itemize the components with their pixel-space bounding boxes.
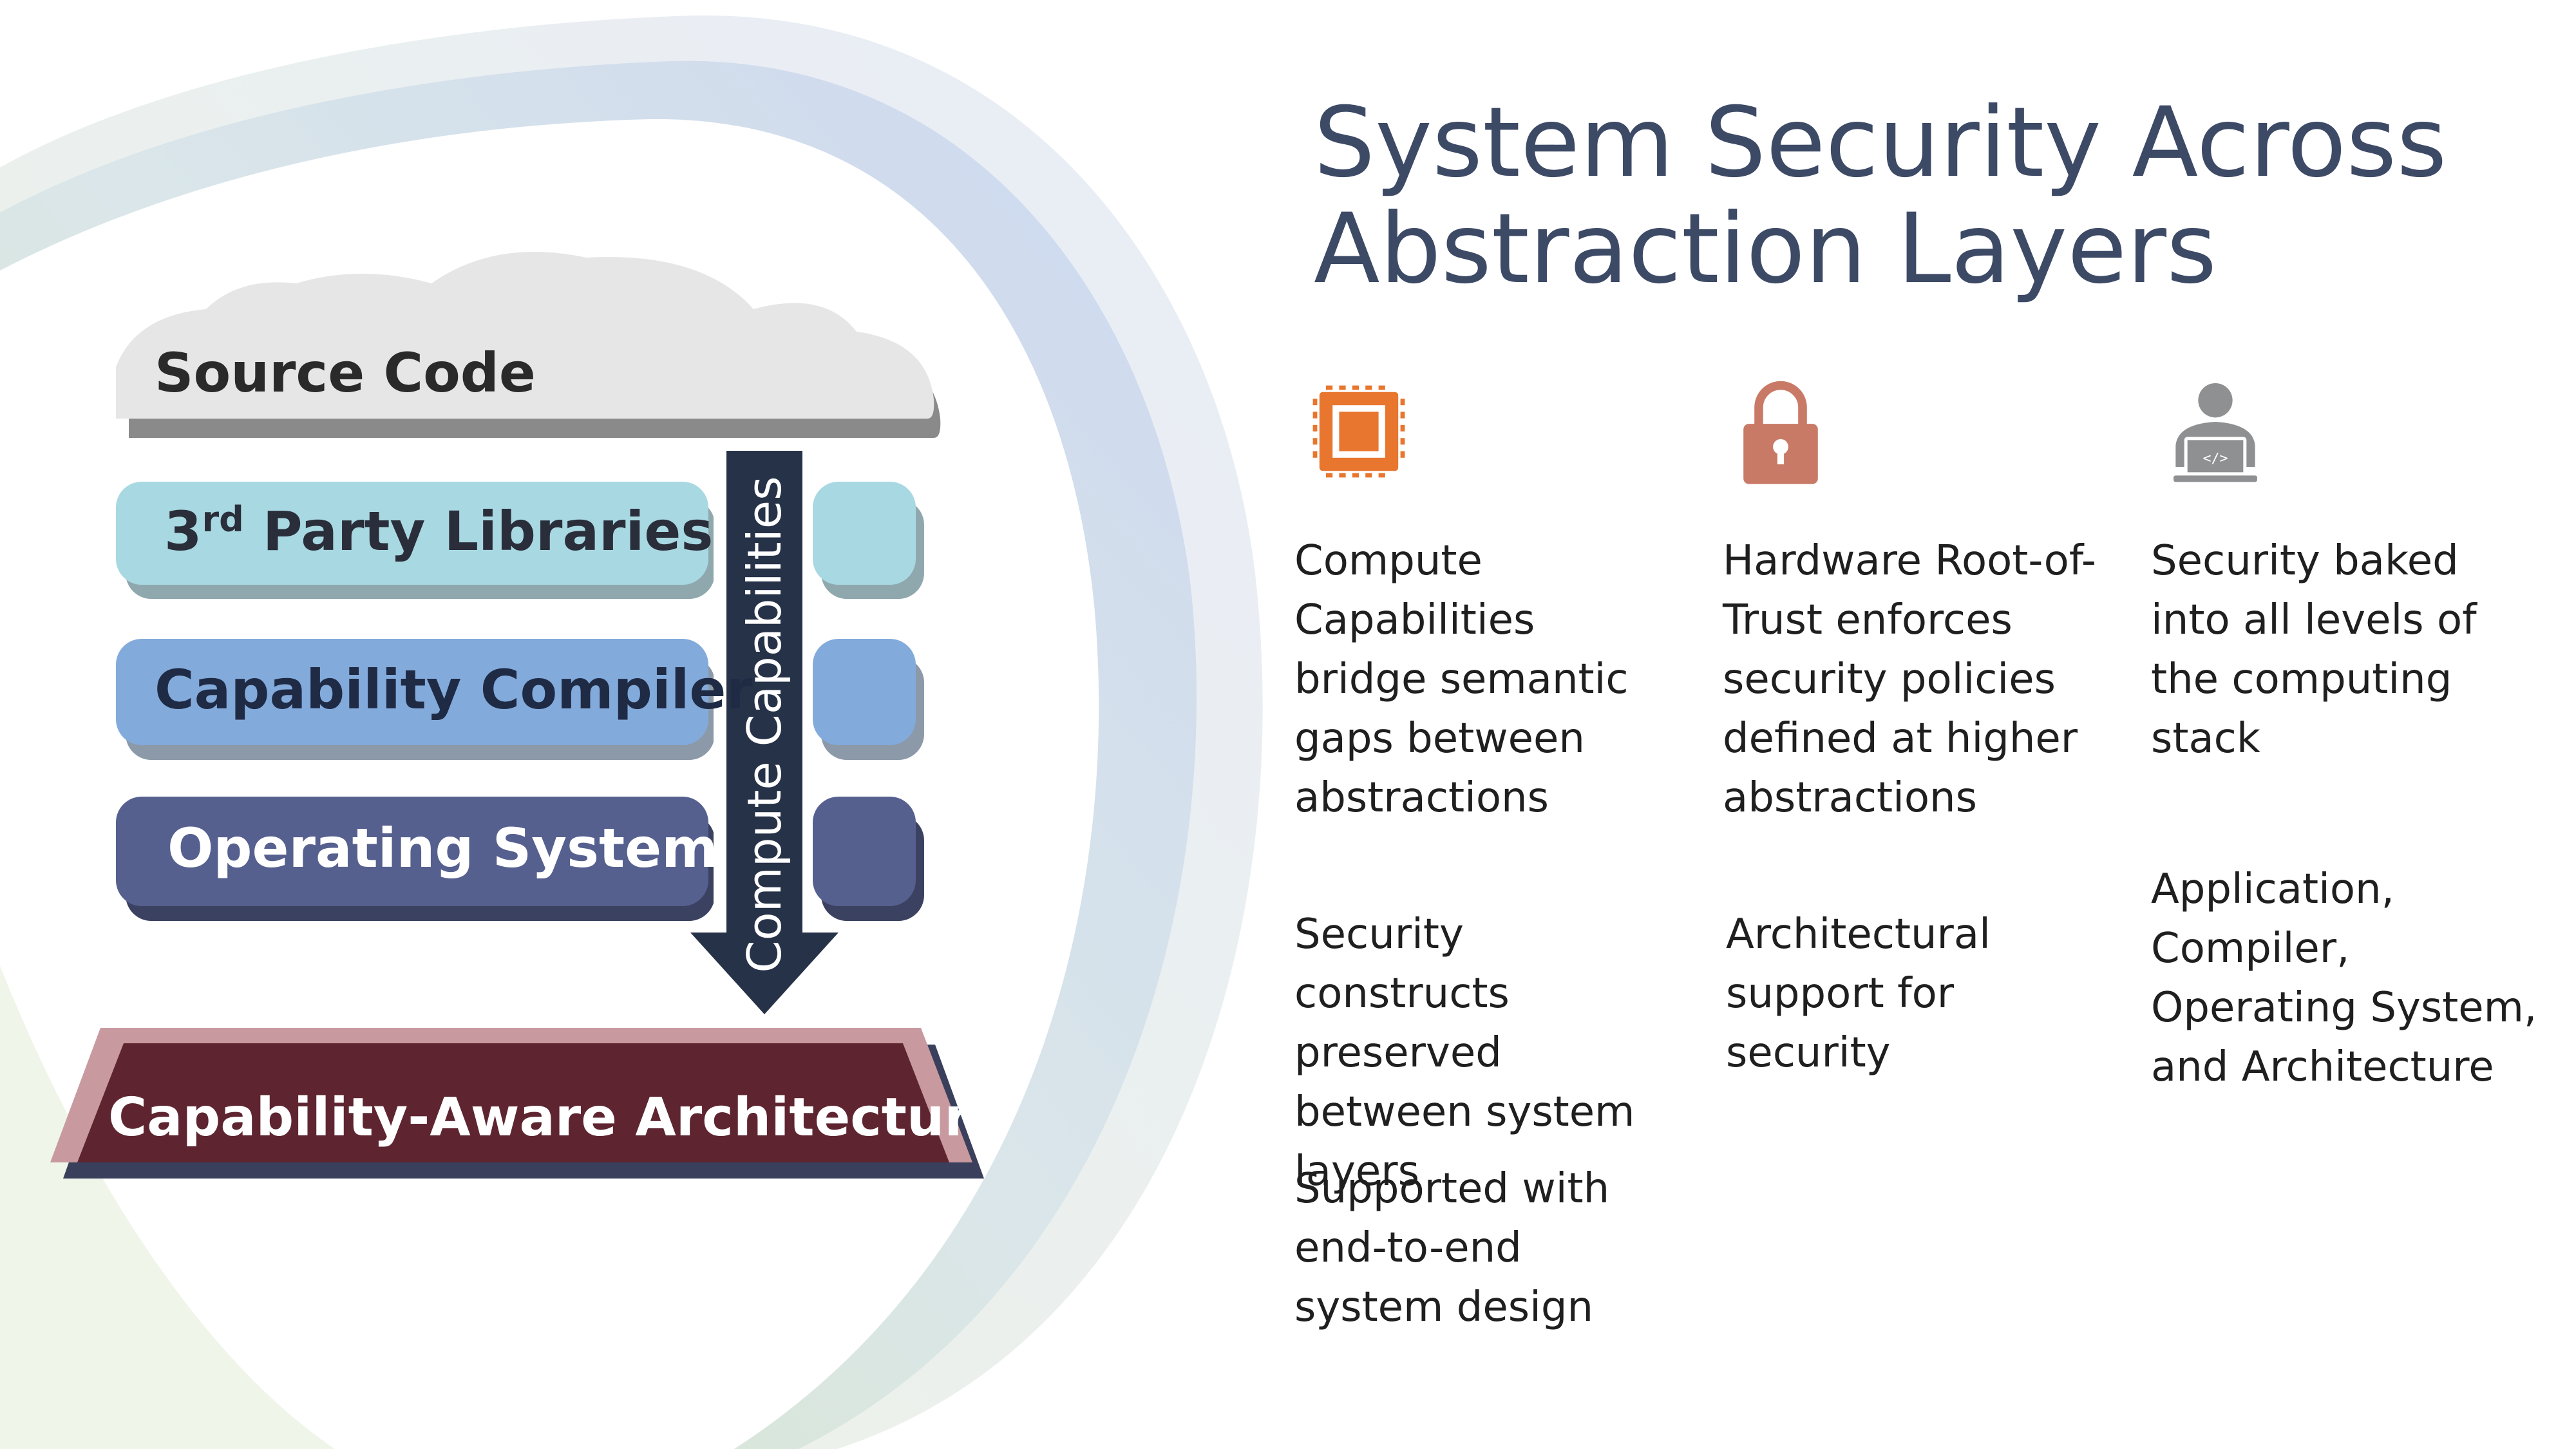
column-3-lead: Security baked into all levels of the co… bbox=[2151, 537, 2477, 762]
architecture-label: Capability-Aware Architecture bbox=[108, 1087, 1007, 1148]
third-party-libraries-label: 3rd Party Libraries bbox=[164, 499, 713, 563]
page-title: System Security Across Abstraction Layer… bbox=[1314, 90, 2537, 303]
source-code-label: Source Code bbox=[155, 341, 536, 404]
source-code-cloud bbox=[116, 252, 941, 438]
capability-compiler-layer bbox=[116, 639, 924, 760]
third-party-libraries-layer bbox=[116, 482, 924, 599]
chip-icon bbox=[1312, 385, 1405, 478]
column-1-detail-2: Supported with end-to-end system design bbox=[1294, 1165, 1610, 1331]
column-2-detail-1: Architectural support for security bbox=[1726, 911, 1991, 1077]
title-line-2: Abstraction Layers bbox=[1314, 193, 2217, 305]
architecture-platform bbox=[50, 1028, 984, 1179]
title-line-1: System Security Across bbox=[1314, 87, 2447, 199]
column-3-detail-1: Application, Compiler, Operating System,… bbox=[2151, 866, 2537, 1091]
svg-text:</>: </> bbox=[2202, 450, 2228, 466]
lock-icon bbox=[1743, 381, 1818, 484]
operating-system-label: Operating System bbox=[167, 817, 718, 880]
third-party-rest: Party Libraries bbox=[243, 500, 714, 563]
developer-laptop-icon: </> bbox=[2174, 383, 2257, 482]
third-party-sup: rd bbox=[202, 499, 244, 540]
arrow-label: Compute Capabilities bbox=[737, 476, 791, 973]
column-1-detail-1: Security constructs preserved between sy… bbox=[1294, 911, 1635, 1195]
operating-system-layer bbox=[116, 797, 924, 921]
capability-compiler-label: Capability Compiler bbox=[155, 658, 753, 721]
compute-capabilities-arrow bbox=[690, 451, 838, 1014]
column-1-lead: Compute Capabilities bridge semantic gap… bbox=[1294, 537, 1629, 822]
column-2-lead: Hardware Root-of-Trust enforces security… bbox=[1723, 537, 2096, 822]
third-party-prefix: 3 bbox=[164, 500, 202, 563]
